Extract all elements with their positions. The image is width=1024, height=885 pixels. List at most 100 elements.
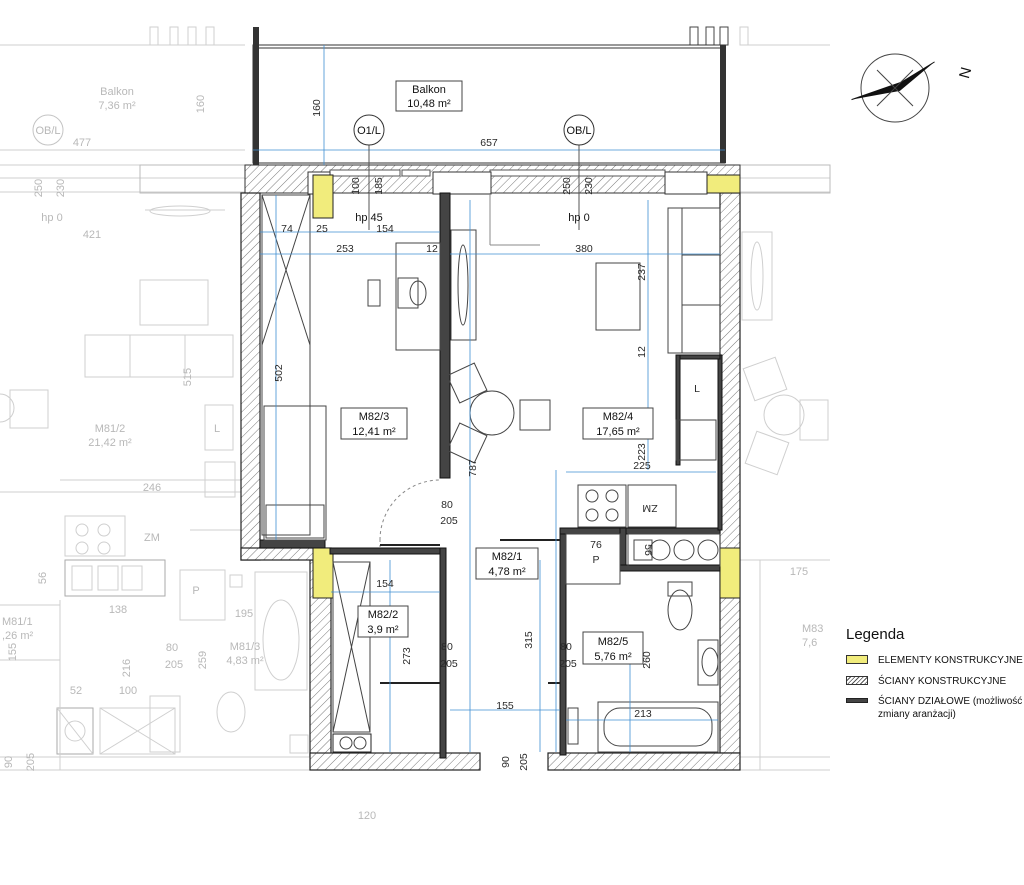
north-label: N (956, 65, 975, 80)
dim-205b: 205 (440, 658, 458, 670)
svg-text:90: 90 (3, 756, 15, 768)
dim-250: 250 (561, 177, 573, 195)
room-m82-2-name: M82/2 (368, 609, 399, 621)
neighbour-balkon-area: 7,36 m² (98, 100, 136, 112)
balcony (252, 27, 726, 165)
dim-205d: 205 (518, 753, 530, 771)
dim-260: 260 (641, 651, 653, 669)
room-m82-3-name: M82/3 (359, 411, 390, 423)
svg-text:100: 100 (119, 685, 137, 697)
room-m82-4-area: 17,65 m² (596, 426, 640, 438)
dim-380: 380 (575, 243, 593, 255)
neighbour-m81-3-area: 4,83 m² (226, 655, 264, 667)
dim-zm: ZM (642, 502, 657, 514)
label-p: P (592, 554, 599, 566)
dim-25: 25 (316, 223, 328, 235)
room-m82-3-area: 12,41 m² (352, 426, 396, 438)
dim-205a: 205 (440, 515, 458, 527)
room-m82-4-name: M82/4 (603, 411, 634, 423)
label-l: L (694, 383, 700, 395)
svg-text:ZM: ZM (144, 532, 160, 544)
legend-title: Legenda (846, 626, 905, 643)
dim-12a: 12 (426, 243, 438, 255)
marker-hp0-left: hp 0 (41, 212, 62, 224)
svg-text:205: 205 (25, 753, 37, 771)
dim-155: 155 (496, 700, 514, 712)
neighbour-m83-name: M83 (802, 623, 823, 635)
neighbour-balkon-name: Balkon (100, 86, 134, 98)
dim-205c: 205 (559, 658, 577, 670)
legend-swatch-hatch (846, 676, 868, 685)
dim-12b: 12 (636, 346, 648, 358)
dim-90: 90 (500, 756, 512, 768)
svg-text:259: 259 (197, 651, 209, 669)
svg-text:250: 250 (33, 179, 45, 197)
room-labels: Balkon 10,48 m² M82/3 12,41 m² M82/4 17,… (340, 80, 654, 665)
dim-80b: 80 (441, 641, 453, 653)
neighbour-m81-2-area: 21,42 m² (88, 437, 132, 449)
neighbour-m81-3-name: M81/3 (230, 641, 261, 653)
svg-text:175: 175 (790, 566, 808, 578)
legend-item-structural-elements: ELEMENTY KONSTRUKCYJNE (846, 654, 1024, 667)
room-m82-1-name: M82/1 (492, 551, 523, 563)
marker-obl-left: OB/L (35, 125, 60, 137)
svg-text:160: 160 (195, 95, 207, 113)
svg-text:52: 52 (70, 685, 82, 697)
neighbour-m83-area: 7,6 (802, 637, 817, 649)
dim-273: 273 (401, 647, 413, 665)
neighbour-plan-left (0, 26, 310, 771)
svg-text:515: 515 (182, 368, 194, 386)
svg-text:80: 80 (166, 642, 178, 654)
marker-obl: OB/L (566, 125, 591, 137)
svg-text:120: 120 (358, 810, 376, 822)
svg-text:138: 138 (109, 604, 127, 616)
legend-label: ŚCIANY KONSTRUKCYJNE (878, 676, 1007, 687)
svg-text:477: 477 (73, 137, 91, 149)
room-m82-2-area: 3,9 m² (367, 624, 399, 636)
dim-56: 56 (642, 544, 654, 556)
svg-text:L: L (214, 423, 220, 435)
svg-text:246: 246 (143, 482, 161, 494)
dim-160: 160 (311, 99, 323, 117)
dim-80a: 80 (441, 499, 453, 511)
legend-swatch-yellow (846, 655, 868, 664)
dim-253: 253 (336, 243, 354, 255)
dim-74: 74 (281, 223, 293, 235)
neighbour-dimension-labels: 160 477 250 230 421 515 246 ZM 56 138 P … (3, 95, 808, 822)
balkon-area: 10,48 m² (407, 98, 451, 110)
dim-213: 213 (634, 708, 652, 720)
svg-text:P: P (192, 585, 199, 597)
room-m82-5-name: M82/5 (598, 636, 629, 648)
svg-text:56: 56 (37, 572, 49, 584)
svg-text:216: 216 (121, 659, 133, 677)
dim-237: 237 (636, 263, 648, 281)
svg-text:205: 205 (165, 659, 183, 671)
legend-label: ELEMENTY KONSTRUKCYJNE (878, 655, 1023, 666)
dim-185: 185 (373, 177, 385, 195)
marker-hp0: hp 0 (568, 212, 589, 224)
dimension-labels: 160 657 100 185 250 230 74 25 154 253 12… (273, 99, 700, 771)
dimension-lines (253, 45, 725, 752)
room-m82-5-area: 5,76 m² (594, 651, 632, 663)
dim-76: 76 (590, 539, 602, 551)
section-markers (32, 114, 595, 230)
dim-230: 230 (583, 177, 595, 195)
neighbour-room-labels: Balkon 7,36 m² M81/2 21,42 m² M81/1 ,26 … (2, 86, 823, 667)
compass-icon (851, 53, 935, 123)
svg-text:195: 195 (235, 608, 253, 620)
structural-walls (240, 192, 741, 771)
dim-223: 223 (636, 443, 648, 461)
dim-100: 100 (350, 177, 362, 195)
room-m82-1-area: 4,78 m² (488, 566, 526, 578)
dim-787: 787 (467, 459, 479, 477)
legend-item-structural-walls: ŚCIANY KONSTRUKCYJNE (846, 675, 1024, 688)
svg-text:421: 421 (83, 229, 101, 241)
neighbour-m81-1-area: ,26 m² (2, 630, 34, 642)
dim-154b: 154 (376, 578, 394, 590)
dim-315: 315 (523, 631, 535, 649)
balkon-name: Balkon (412, 84, 446, 96)
dim-154: 154 (376, 223, 394, 235)
neighbour-plan-right (689, 26, 830, 771)
legend-item-partition-walls: ŚCIANY DZIAŁOWE (możliwość zmiany aranża… (846, 695, 1024, 721)
